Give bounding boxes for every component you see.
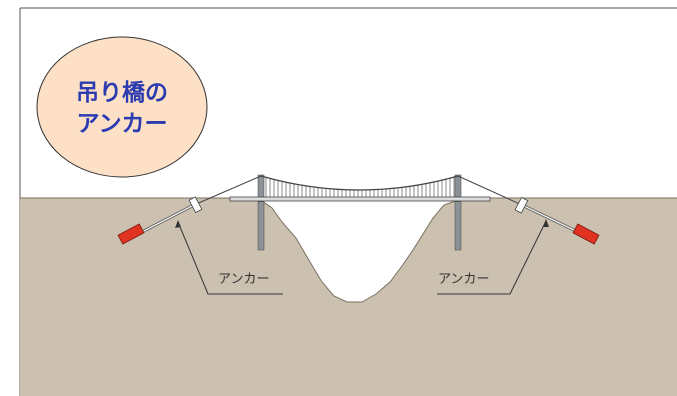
left-anchor-block xyxy=(117,223,145,245)
right-anchor-leader-arrow xyxy=(543,219,549,227)
title-badge-line1: 吊り橋の xyxy=(76,80,168,106)
right-anchor-bearing xyxy=(514,196,529,214)
right-anchor-rod-highlight xyxy=(521,204,579,233)
ground xyxy=(20,198,677,396)
bridge-deck xyxy=(229,196,491,202)
left-tower xyxy=(257,174,265,251)
left-anchor-rod-highlight xyxy=(139,204,195,234)
left-anchor-label: アンカー xyxy=(218,272,269,287)
right-anchor-block xyxy=(572,223,600,245)
valley-outline xyxy=(227,197,472,303)
left-anchor-bearing xyxy=(188,196,203,214)
title-badge xyxy=(36,36,208,178)
left-anchor-leader-arrow xyxy=(175,220,181,228)
title-badge-line2: アンカー xyxy=(76,111,167,137)
left-backstay-cable xyxy=(193,175,262,206)
right-anchor-leader-line xyxy=(437,220,547,295)
right-tower xyxy=(454,174,462,251)
suspender-hangers xyxy=(265,177,455,197)
left-anchor-leader-line xyxy=(177,221,283,295)
right-backstay-cable xyxy=(457,175,523,206)
right-anchor-label: アンカー xyxy=(438,272,489,287)
main-cable-span xyxy=(260,175,459,191)
